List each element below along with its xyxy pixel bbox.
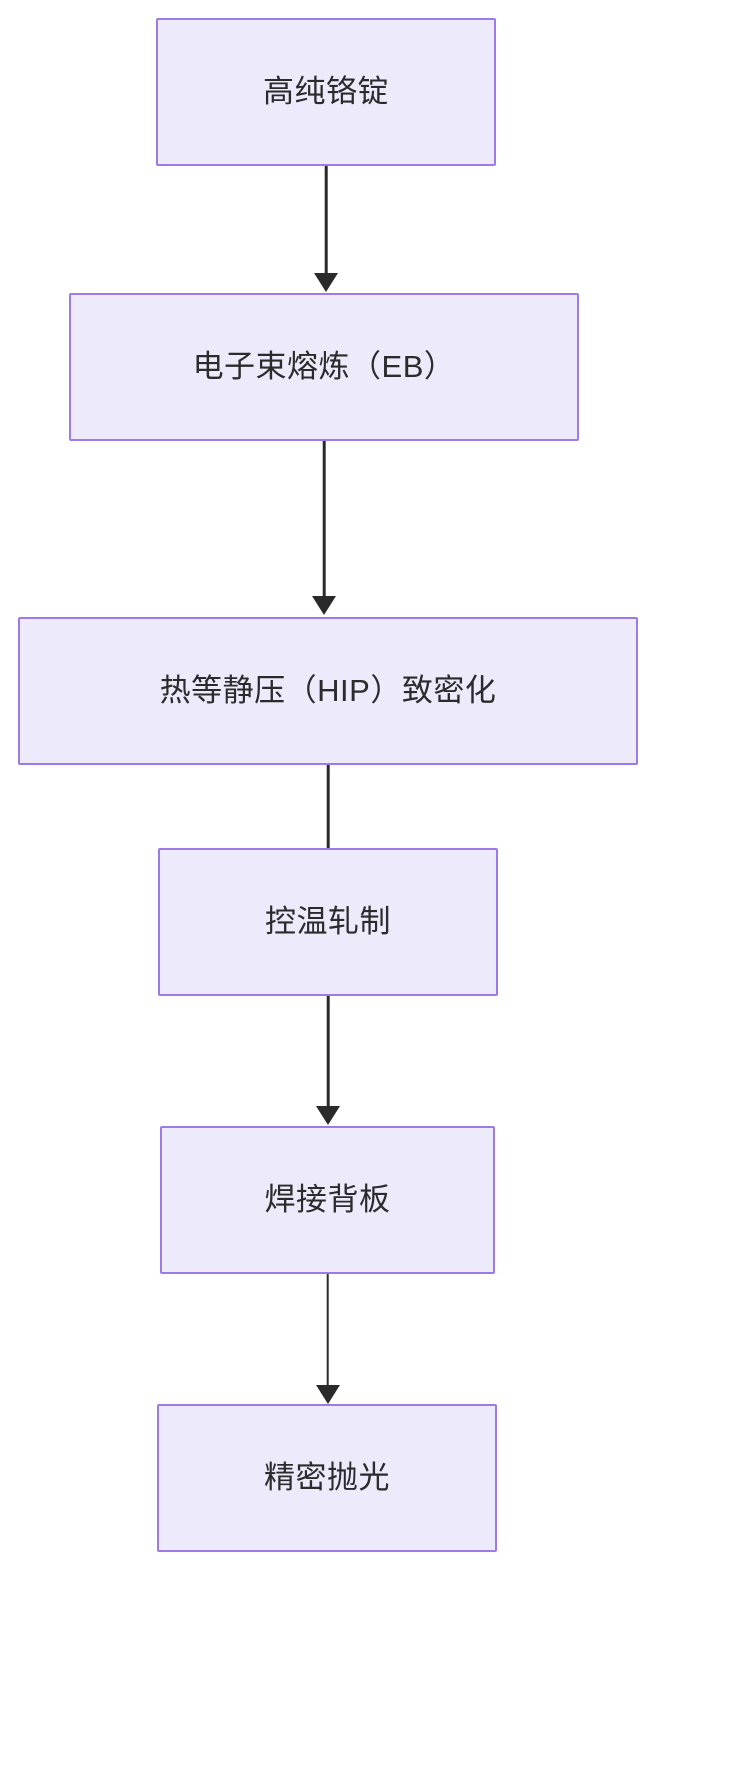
flow-node-3-label: 热等静压（HIP）致密化 [159,673,497,709]
flow-node-4[interactable]: 控温轧制 [158,848,498,996]
flow-node-5-label: 焊接背板 [264,1182,391,1218]
flow-edge-line [326,996,330,1109]
flow-node-5[interactable]: 焊接背板 [160,1126,495,1274]
flow-edge-2-3 [69,441,579,618]
flow-edge-line [322,441,326,599]
flow-edge-arrowhead [316,1106,340,1125]
flow-node-1[interactable]: 高纯铬锭 [156,18,496,166]
flow-node-1-label: 高纯铬锭 [263,74,389,110]
flow-node-6[interactable]: 精密抛光 [157,1404,497,1552]
flow-edge-arrowhead [312,596,336,615]
flow-edge-line [326,1274,329,1388]
flow-edge-line [324,166,328,276]
flow-node-3[interactable]: 热等静压（HIP）致密化 [18,617,638,765]
flow-node-6-label: 精密抛光 [264,1460,390,1496]
flow-edge-4-5 [158,996,498,1128]
flow-edge-arrowhead [314,273,338,292]
flow-node-2[interactable]: 电子束熔炼（EB） [69,293,579,441]
flow-edge-5-6 [160,1274,495,1407]
flow-node-4-label: 控温轧制 [265,904,391,940]
flow-edge-arrowhead [315,1385,340,1404]
flow-node-2-label: 电子束熔炼（EB） [192,349,456,385]
flow-edge-1-2 [156,166,496,294]
